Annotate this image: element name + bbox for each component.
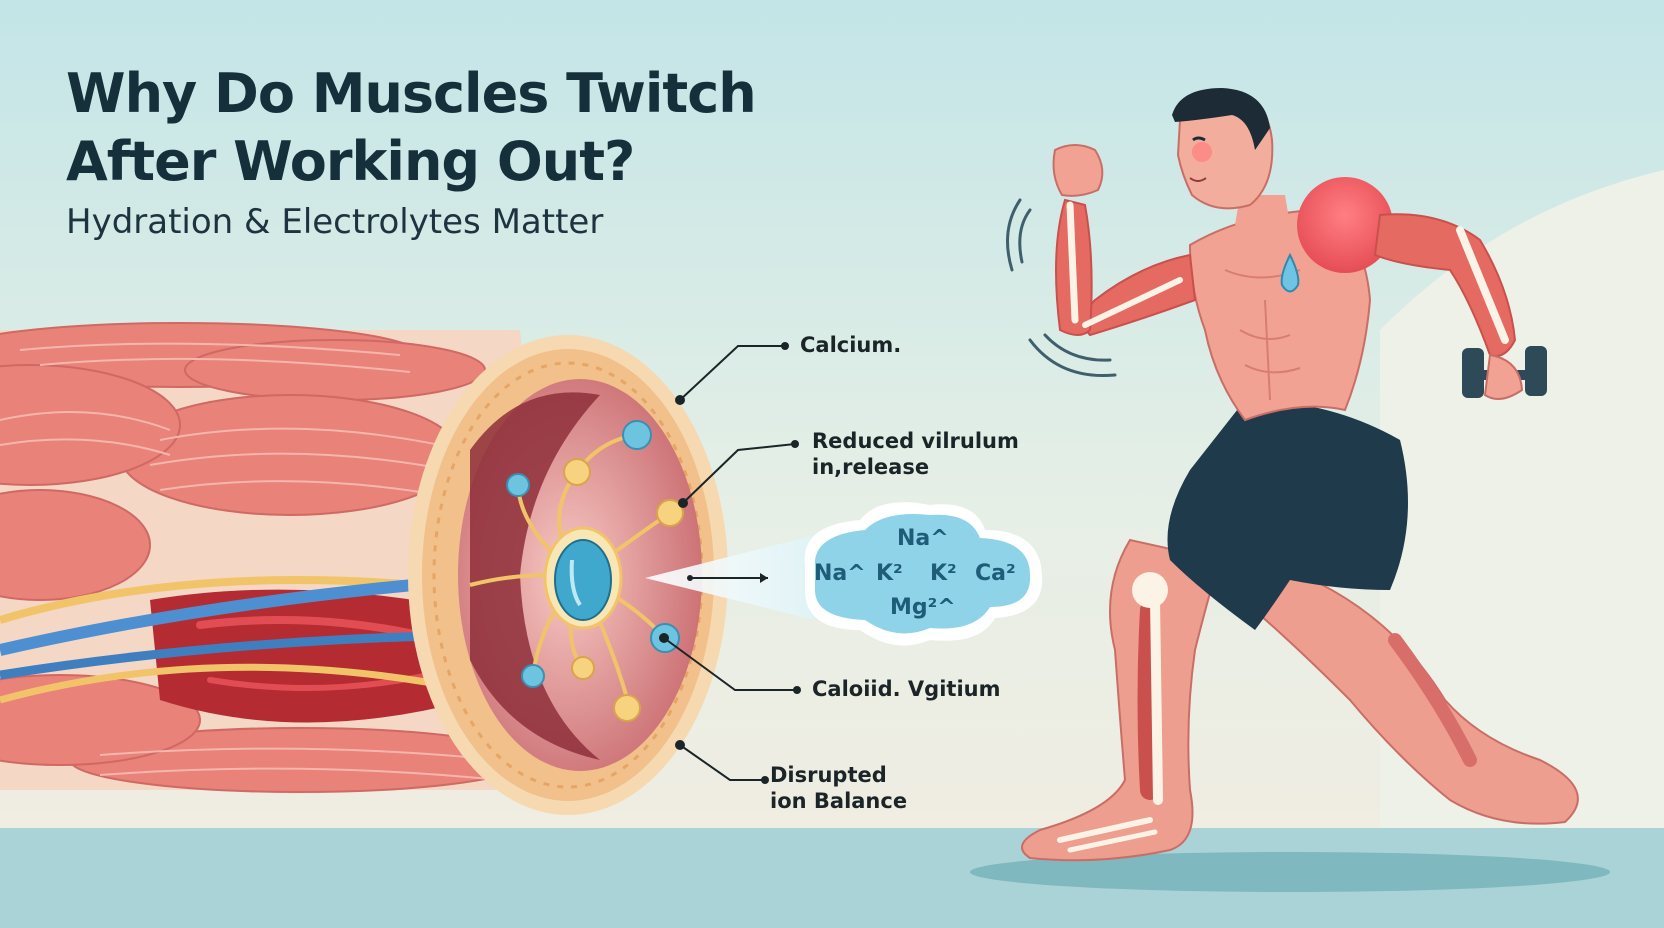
title-line-2: After Working Out? [66,130,635,193]
runner-figure [1006,88,1579,862]
twitch-motion-lines [1006,198,1117,378]
callout-reduced-line-1: Reduced vilrulum [812,429,1019,453]
muscle-fibers [0,322,531,793]
callout-calcium: Calcium. [800,332,901,358]
muscle-bundle [0,322,560,793]
page-subtitle: Hydration & Electrolytes Matter [66,202,604,242]
ion-node [563,458,591,486]
electrolyte-cloud [804,502,1043,646]
page-title: Why Do Muscles Twitch After Working Out? [66,60,757,196]
vein [0,574,471,656]
cell-nucleus [554,539,612,621]
ion-node [656,499,684,527]
callout-calcium-text: Calcium. [800,333,902,357]
background-hill [1380,170,1664,840]
sore-shoulder [1297,177,1393,273]
callout-disrupted-line-2: ion Balance [770,789,908,813]
ion-label-ca: Ca² [975,561,1016,586]
ion-node [571,656,595,680]
cross-section [408,335,728,815]
callout-disrupted-balance: Disrupted ion Balance [770,762,907,814]
fiber-striations [0,342,501,781]
sweat-drop [1280,252,1300,293]
title-line-1: Why Do Muscles Twitch [66,62,757,125]
ion-label-na: Na^ [897,526,949,551]
nerve-fiber [0,663,471,704]
ion-label-mg: Mg²^ [890,595,956,620]
ion-label-na: Na^ [814,561,866,586]
ion-label-k: K² [876,561,903,586]
callout-reduced-line-2: in,release [812,455,930,479]
ion-node [506,473,530,497]
fist [1052,144,1104,197]
callout-disrupted-line-1: Disrupted [770,763,887,787]
ion-node [521,664,545,688]
callout-leaders [663,345,797,781]
hair [1172,88,1270,150]
ion-node [622,420,652,450]
callout-dots [659,342,801,784]
ion-node [613,694,641,722]
ion-label-k: K² [930,561,957,586]
runner-shadow [970,852,1610,892]
callout-reduced-release: Reduced vilrulum in,release [812,428,1019,480]
callout-caloid: Caloiid. Vgitium [812,676,1000,702]
shorts [1167,400,1408,630]
vein [0,630,471,680]
callout-caloid-text: Caloiid. Vgitium [812,677,1001,701]
